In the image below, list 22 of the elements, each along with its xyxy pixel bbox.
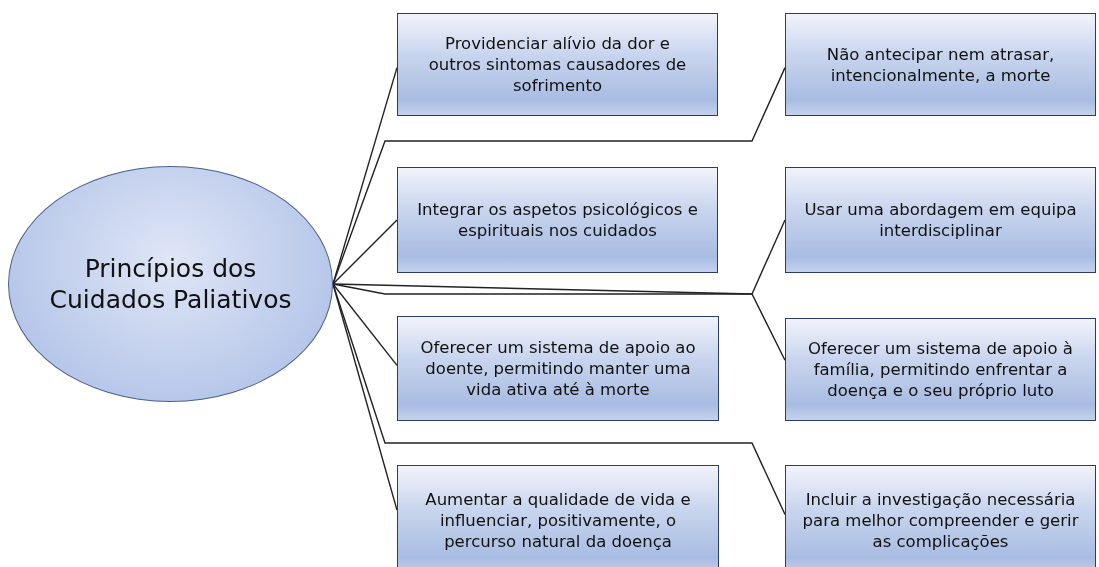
topic-title: Princípios dos Cuidados Paliativos — [48, 253, 293, 315]
principle-text: Oferecer um sistema de apoio ao doente, permitindo manter uma vida ativa até à morte — [419, 337, 697, 400]
connector-line — [332, 283, 786, 516]
connector-line — [332, 283, 786, 361]
principle-box — [397, 13, 718, 116]
principle-box — [397, 316, 719, 421]
principle-box — [785, 465, 1096, 567]
principle-text: Integrar os aspetos psicológicos e espirituais nos cuidados — [416, 199, 699, 241]
connector-line — [332, 283, 398, 367]
principle-text: Oferecer um sistema de apoio à família, permitindo enfrentar a doença e o seu próprio luto — [807, 338, 1074, 401]
principle-text: Incluir a investigação necessária para melhor compreender e gerir as complicações — [801, 488, 1080, 552]
principle-box — [397, 465, 719, 567]
connector-line — [332, 66, 786, 285]
connector-line — [332, 219, 398, 285]
principle-box — [785, 167, 1096, 273]
principle-box — [785, 318, 1096, 421]
principle-box — [785, 13, 1096, 116]
principle-text: Não antecipar nem atrasar, intencionalmente, a morte — [825, 43, 1056, 86]
principle-box — [397, 167, 718, 273]
principle-text: Usar uma abordagem em equipa interdisciplinar — [803, 199, 1078, 241]
principle-text: Aumentar a qualidade de vida e influenciar, positivamente, o percurso natural da doença — [424, 488, 692, 552]
principle-text: Providenciar alívio da dor e outros sintomas causadores de sofrimento — [427, 33, 688, 96]
